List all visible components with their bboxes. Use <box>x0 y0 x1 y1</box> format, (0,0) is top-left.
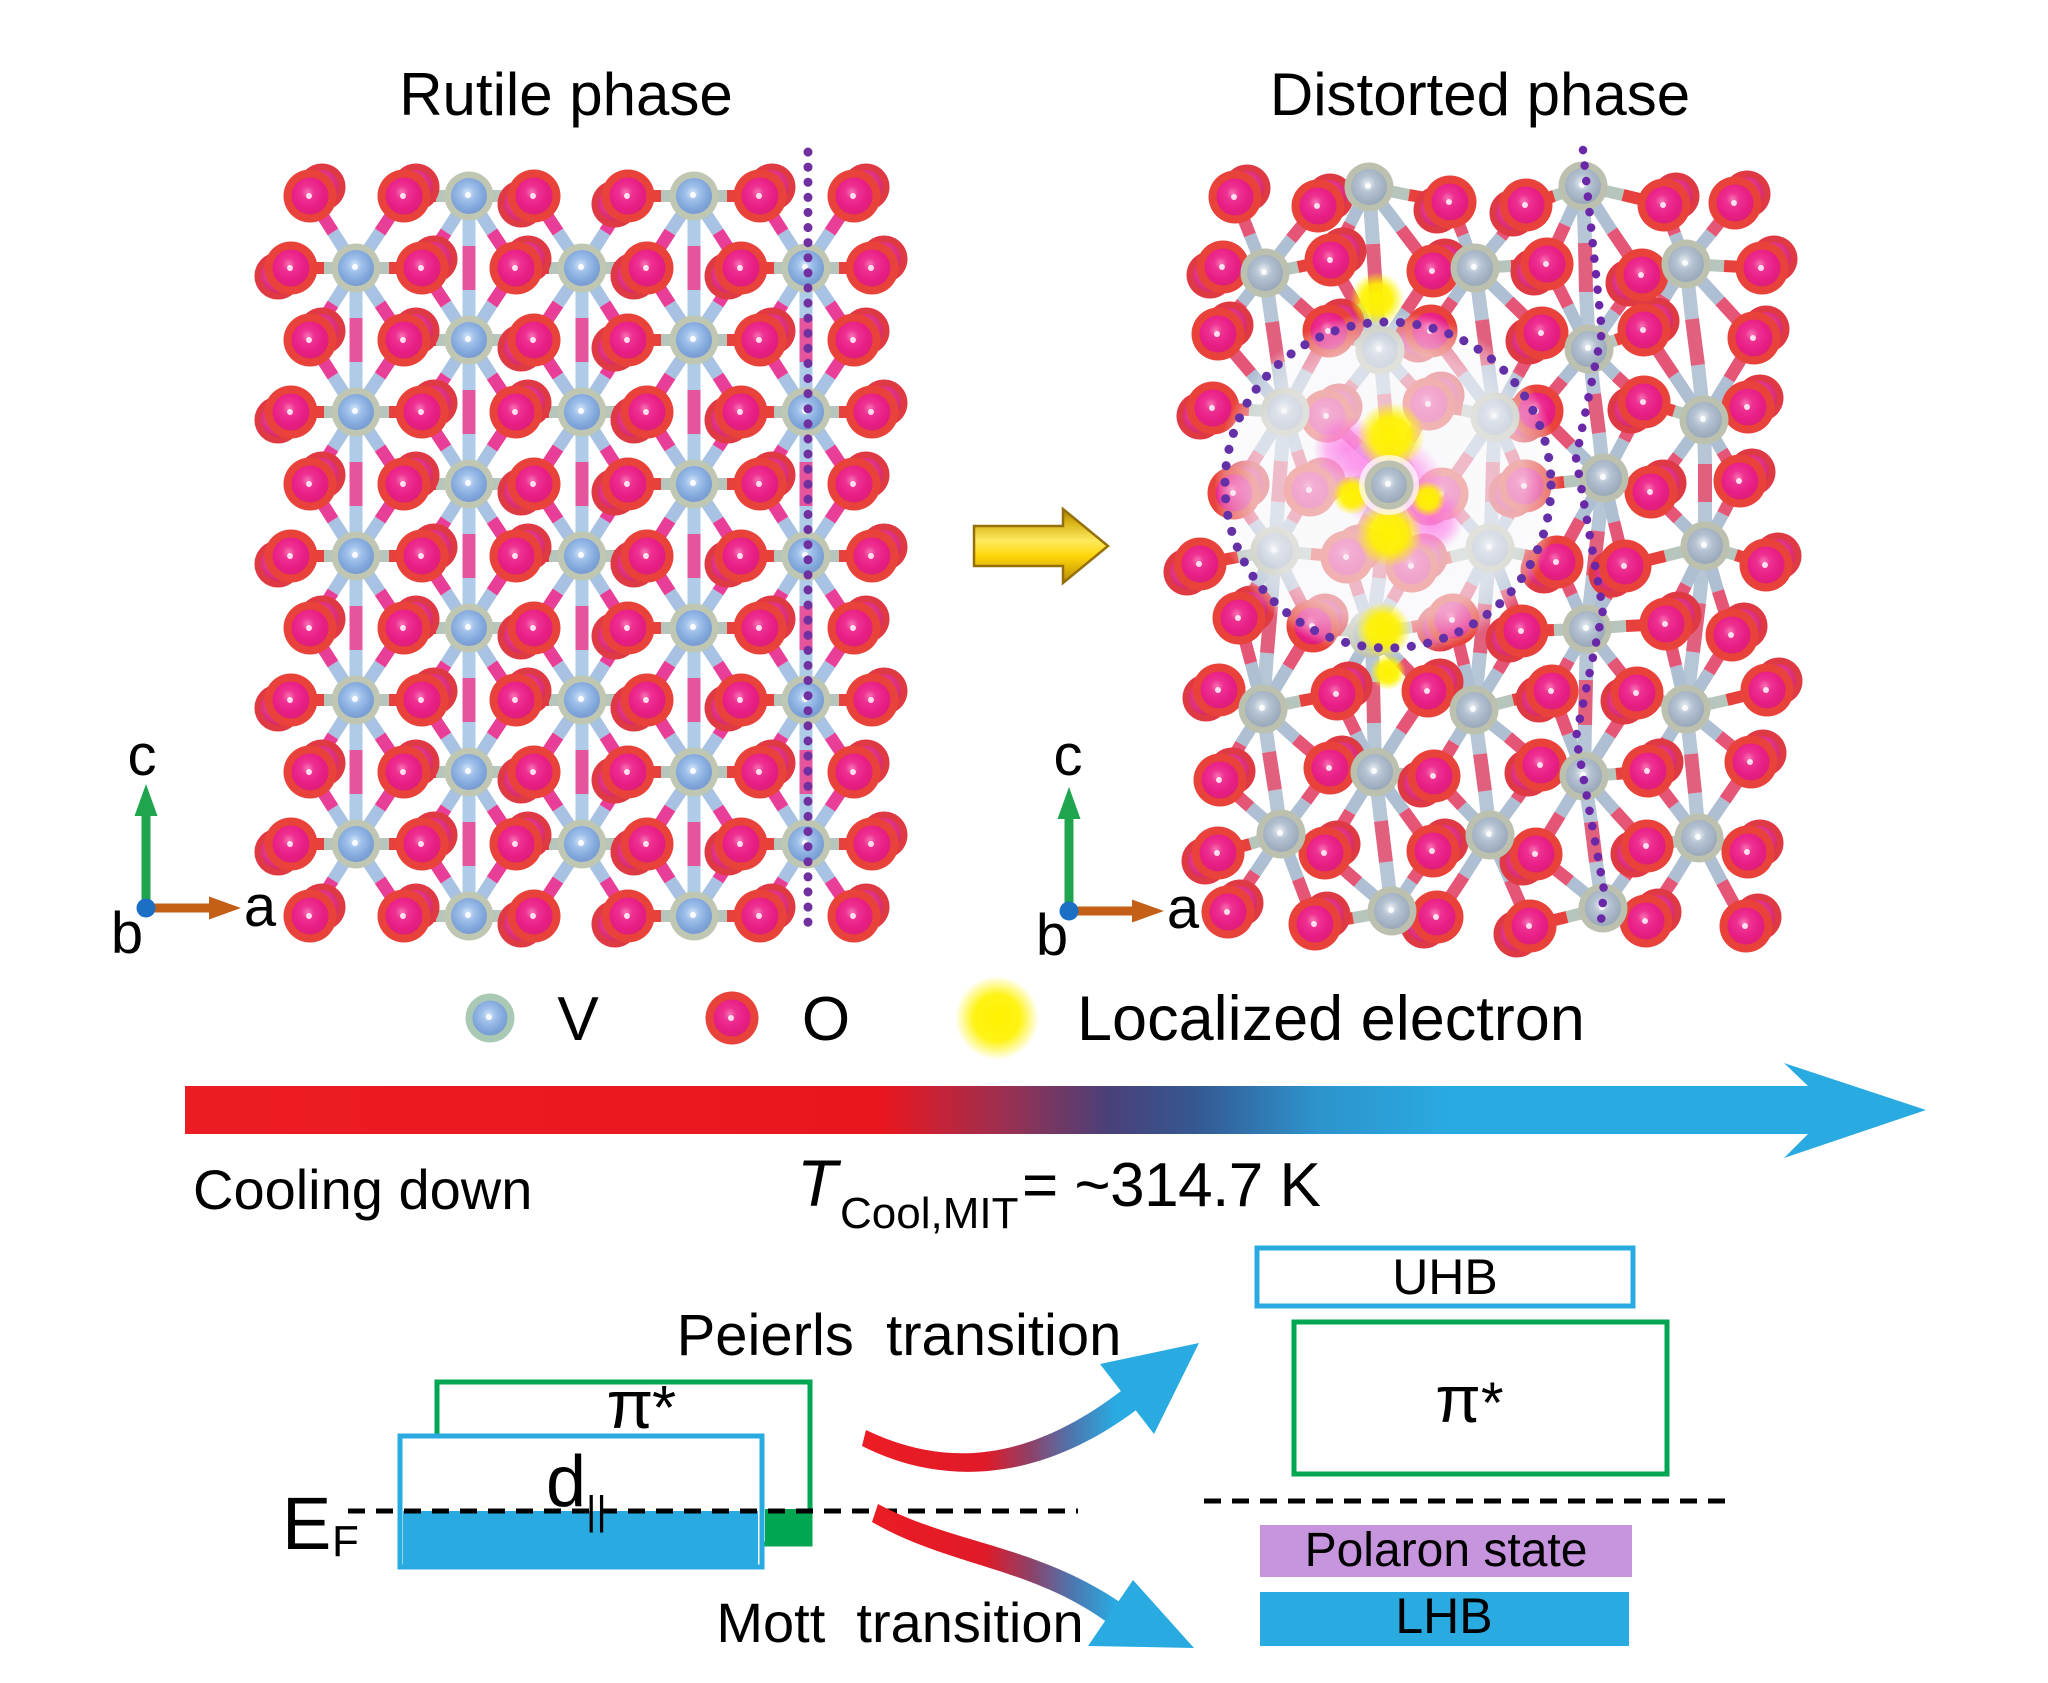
svg-text:c: c <box>1054 723 1083 788</box>
svg-text:Polaron state: Polaron state <box>1305 1524 1588 1577</box>
svg-text:*: * <box>652 1374 676 1443</box>
svg-text:a: a <box>1167 876 1200 941</box>
svg-text:c: c <box>128 723 157 788</box>
svg-text:E: E <box>282 1482 331 1565</box>
svg-text:= ~314.7 K: = ~314.7 K <box>1022 1151 1321 1220</box>
svg-text:UHB: UHB <box>1392 1249 1498 1305</box>
svg-text:V: V <box>557 985 599 1054</box>
svg-text:Cooling down: Cooling down <box>193 1158 532 1221</box>
svg-text:b: b <box>111 901 143 966</box>
svg-text:Cool,MIT: Cool,MIT <box>840 1189 1018 1238</box>
svg-text:b: b <box>1036 903 1068 968</box>
svg-text:||: || <box>586 1489 607 1533</box>
svg-text:O: O <box>802 985 850 1054</box>
svg-text:π: π <box>607 1367 654 1443</box>
svg-text:*: * <box>1481 1371 1504 1436</box>
svg-text:LHB: LHB <box>1395 1588 1492 1644</box>
svg-text:a: a <box>244 874 277 939</box>
svg-text:Mott transition: Mott transition <box>716 1591 1083 1654</box>
svg-text:Peierls transition: Peierls transition <box>677 1303 1122 1368</box>
svg-text:π: π <box>1435 1362 1481 1436</box>
svg-text:F: F <box>332 1517 359 1566</box>
svg-text:Localized electron: Localized electron <box>1077 984 1585 1054</box>
svg-text:Rutile phase: Rutile phase <box>399 61 733 128</box>
svg-text:T: T <box>797 1146 842 1220</box>
svg-text:Distorted phase: Distorted phase <box>1270 61 1690 128</box>
